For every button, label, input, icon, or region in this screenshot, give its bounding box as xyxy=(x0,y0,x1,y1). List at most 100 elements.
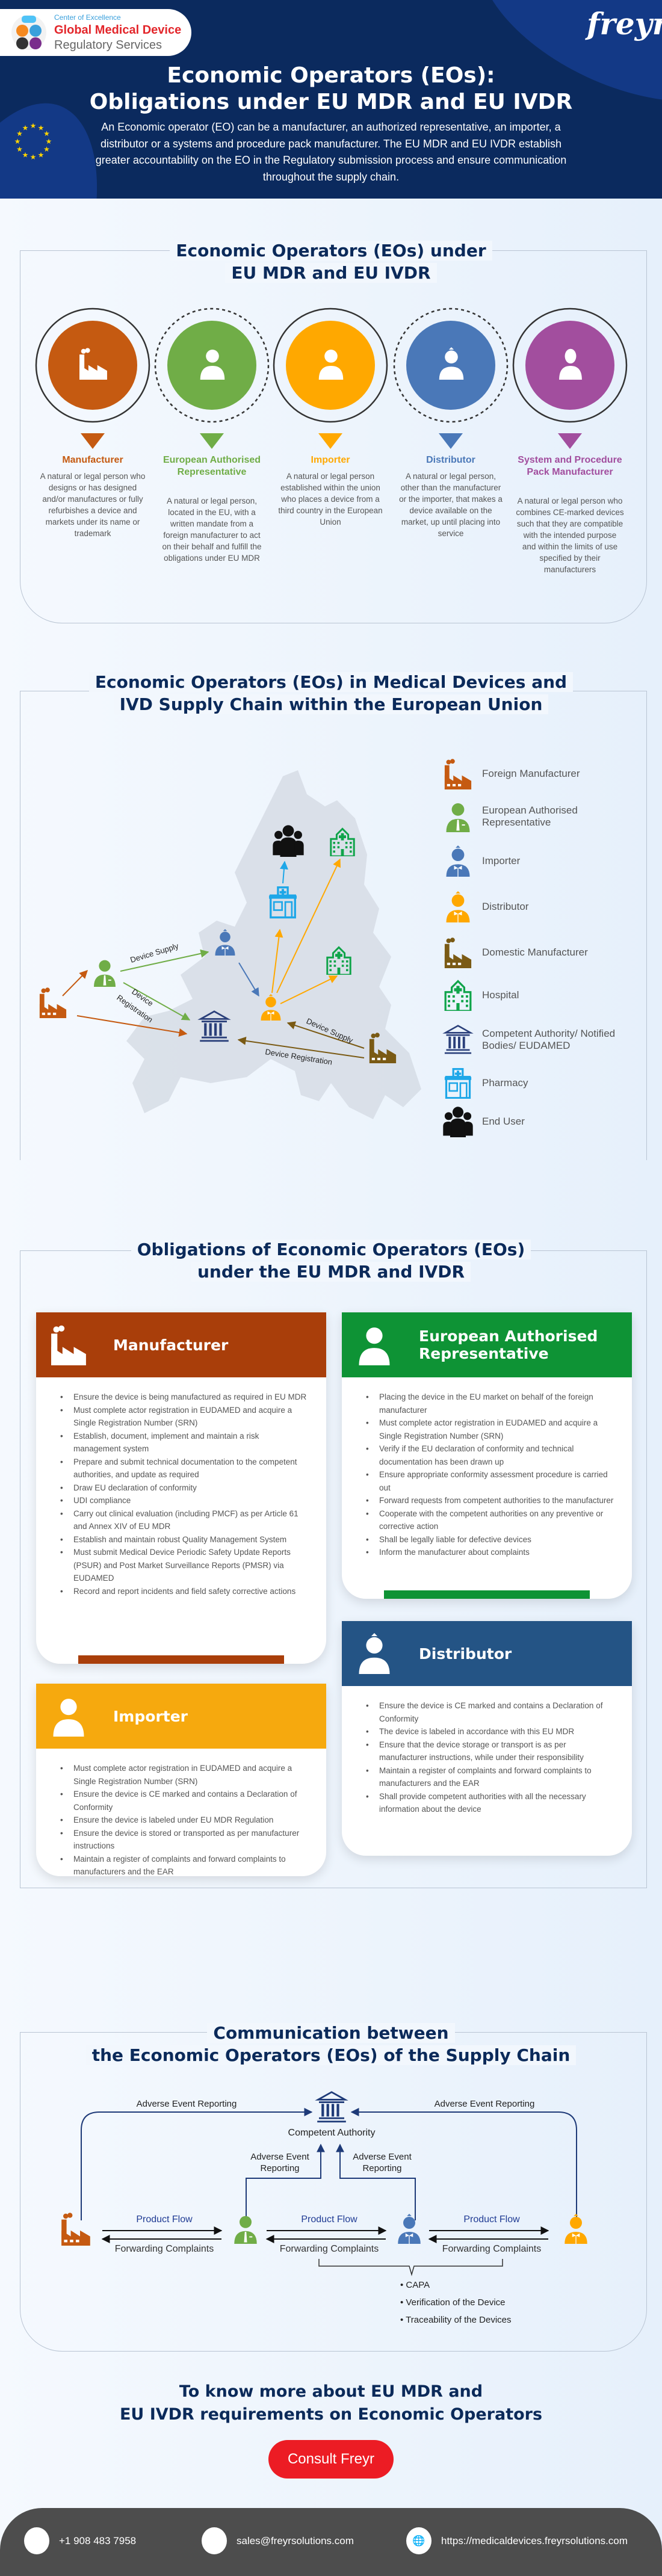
obligation-item: Carry out clinical evaluation (including… xyxy=(60,1507,308,1533)
legend-item: End User xyxy=(442,1106,633,1137)
pointer-triangle xyxy=(318,433,342,449)
group-icon xyxy=(442,1106,474,1137)
reporting-text: Reporting xyxy=(260,2163,300,2173)
pointer-triangle xyxy=(81,433,105,449)
arrow-distributor-to-pharmacy xyxy=(271,928,283,993)
footer-phone[interactable]: ✆+1 908 483 7958 xyxy=(24,2527,136,2554)
obligation-list: Placing the device in the EU market on b… xyxy=(342,1377,632,1559)
obligation-item: Shall provide competent authorities with… xyxy=(366,1790,614,1816)
star-icon: ★ xyxy=(38,124,45,132)
star-icon: ★ xyxy=(30,122,37,130)
legend-item: Pharmacy xyxy=(442,1067,633,1099)
arrow-distributor-to-hospital xyxy=(280,975,338,1004)
obligations-title-line2: under the EU MDR and IVDR xyxy=(191,1262,471,1282)
hospital-icon xyxy=(442,980,474,1011)
legend-label: Hospital xyxy=(482,989,519,1001)
operator-name: Distributor xyxy=(426,455,475,465)
obligation-item: Establish and maintain robust Quality Ma… xyxy=(60,1533,308,1546)
pointer-triangle xyxy=(439,433,463,449)
obligation-item: Maintain a register of complaints and fo… xyxy=(60,1853,308,1879)
legend-label: European Authorised Representative xyxy=(482,805,578,828)
communication-diagram xyxy=(61,2091,587,2276)
card-accent-bar xyxy=(384,1590,590,1599)
star-icon: ★ xyxy=(38,151,45,159)
arrow-domestic-to-authority xyxy=(237,1036,365,1058)
obligation-item: Forward requests from competent authorit… xyxy=(366,1494,614,1507)
website-link[interactable]: https://medicaldevices.freyrsolutions.co… xyxy=(441,2534,628,2547)
obligation-item: Placing the device in the EU market on b… xyxy=(366,1391,614,1416)
obligation-item: Ensure the device is being manufactured … xyxy=(60,1391,308,1404)
arrow-manufacturer-to-ear xyxy=(62,969,88,996)
card-accent-bar xyxy=(78,1655,284,1664)
arrow-pharmacy-to-end-user xyxy=(279,860,288,884)
forwarding-complaints-label: Forwarding Complaints xyxy=(442,2244,542,2254)
operator-description: A natural or legal person, located in th… xyxy=(162,496,262,563)
obligation-item: Ensure that the device storage or transp… xyxy=(366,1738,614,1764)
star-icon: ★ xyxy=(22,151,29,159)
label-device-supply: Device Supply xyxy=(129,941,179,965)
outcome-item: • Traceability of the Devices xyxy=(400,2315,512,2325)
person-icon xyxy=(48,1696,89,1737)
factory-icon xyxy=(48,1324,89,1365)
footer-website[interactable]: 🌐 https://medicaldevices.freyrsolutions.c… xyxy=(406,2527,628,2554)
card-header: Manufacturer xyxy=(36,1312,326,1377)
legend-item: Hospital xyxy=(442,980,633,1011)
footer: ✆+1 908 483 7958 ✉sales@freyrsolutions.c… xyxy=(0,2508,662,2576)
card-header: European Authorised Representative xyxy=(342,1312,632,1377)
adverse-event-line-ear xyxy=(246,2143,325,2220)
authority-icon xyxy=(442,1024,474,1055)
operator-description: A natural or legal person who combines C… xyxy=(516,496,624,574)
consult-freyr-button[interactable]: Consult Freyr xyxy=(268,2440,394,2479)
operator-badge xyxy=(286,321,375,410)
page-title-line1: Economic Operators (EOs): xyxy=(167,63,495,88)
operator-circle xyxy=(154,307,270,423)
supply-chain-title-line2: IVD Supply Chain within the European Uni… xyxy=(113,694,549,714)
legend-item: Foreign Manufacturer xyxy=(442,758,633,789)
header-banner: Center of Excellence Global Medical Devi… xyxy=(0,0,662,199)
obligation-item: Ensure appropriate conformity assessment… xyxy=(366,1468,614,1494)
operator-badge xyxy=(406,321,495,410)
operator-name: Importer xyxy=(311,455,350,465)
communication-title-line2: the Economic Operators (EOs) of the Supp… xyxy=(85,2045,577,2065)
star-icon: ★ xyxy=(14,137,21,146)
star-icon: ★ xyxy=(16,129,23,138)
distributor-icon xyxy=(565,2214,587,2244)
adverse-event-line-importer xyxy=(336,2143,416,2220)
obligation-card: ManufacturerEnsure the device is being m… xyxy=(36,1312,326,1664)
product-flow-label: Product Flow xyxy=(301,2214,357,2225)
pointer-triangle xyxy=(558,433,582,449)
supply-chain-title: Economic Operators (EOs) in Medical Devi… xyxy=(0,671,662,715)
operator-badge xyxy=(167,321,256,410)
obligation-item: Cooperate with the competent authorities… xyxy=(366,1507,614,1533)
obligation-card: DistributorEnsure the device is CE marke… xyxy=(342,1621,632,1856)
pharmacy-icon xyxy=(442,1067,474,1099)
card-title: Distributor xyxy=(419,1645,512,1663)
forwarding-complaints-label: Forwarding Complaints xyxy=(279,2244,379,2254)
representative-icon xyxy=(354,1324,395,1365)
arrow-ear-to-importer xyxy=(120,949,209,972)
legend-item: European Authorised Representative xyxy=(442,801,633,832)
adverse-event-text: Adverse Event xyxy=(250,2152,309,2162)
obligation-card: European Authorised RepresentativePlacin… xyxy=(342,1312,632,1599)
operator-circle xyxy=(35,307,150,423)
outcome-item: • CAPA xyxy=(400,2280,430,2290)
legend-label: Distributor xyxy=(482,901,529,912)
arrow-importer-to-distributor xyxy=(238,962,259,997)
footer-email[interactable]: ✉sales@freyrsolutions.com xyxy=(202,2527,354,2554)
obligation-item: Record and report incidents and field sa… xyxy=(60,1585,308,1598)
globe-icon: 🌐 xyxy=(406,2527,432,2554)
email-link[interactable]: sales@freyrsolutions.com xyxy=(237,2534,354,2547)
card-title: Manufacturer xyxy=(113,1336,229,1354)
obligation-item: Maintain a register of complaints and fo… xyxy=(366,1764,614,1790)
intro-text: An Economic operator (EO) can be a manuf… xyxy=(95,121,567,183)
distributor-icon xyxy=(442,891,474,922)
obligation-item: Must complete actor registration in EUDA… xyxy=(60,1404,308,1430)
outcome-list: • CAPA • Verification of the Device • Tr… xyxy=(400,2276,512,2329)
legend-item: Domestic Manufacturer xyxy=(442,937,633,968)
eu-stars-icon: ★★★★★★★★★★★★ xyxy=(14,122,52,161)
factory-icon xyxy=(442,758,474,789)
